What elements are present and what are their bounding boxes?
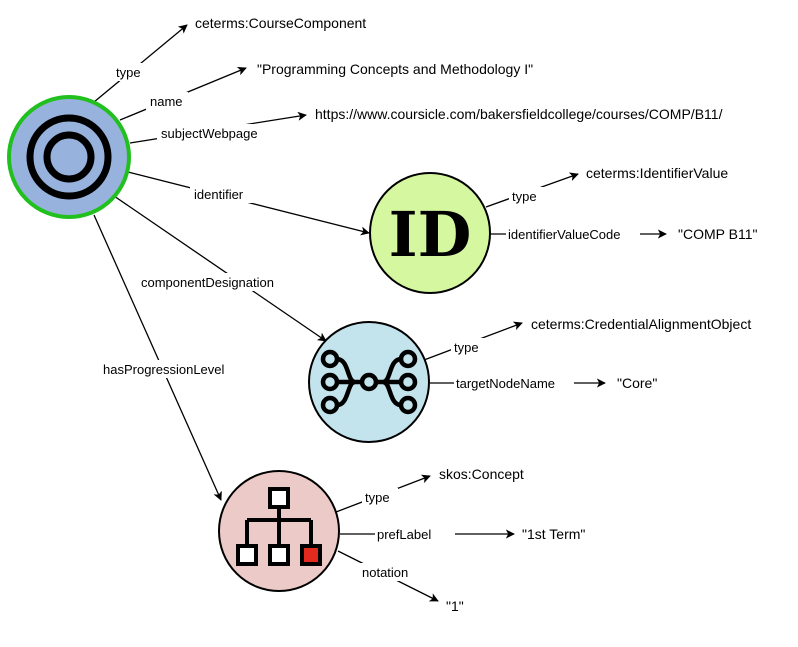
id-icon: ID — [389, 198, 472, 271]
hierarchy-icon — [236, 487, 322, 566]
edge-notation-label: notation — [362, 565, 408, 580]
edge-name: name — [119, 66, 247, 121]
edge-notation: notation — [337, 550, 439, 602]
edge-identifier: identifier — [127, 171, 370, 236]
edge-type: type — [93, 24, 188, 103]
edge-identifier-label: identifier — [194, 187, 244, 202]
node-progression-level — [218, 470, 340, 592]
edge-identifier-type-label: type — [512, 189, 537, 204]
value-subject-webpage: https://www.coursicle.com/bakersfieldcol… — [315, 106, 723, 122]
edge-component-designation-label: componentDesignation — [141, 275, 274, 290]
edge-name-label: name — [150, 94, 183, 109]
concentric-circles-icon — [26, 114, 112, 200]
branching-nodes-icon — [320, 349, 418, 415]
value-name: "Programming Concepts and Methodology I" — [257, 61, 533, 77]
value-designation-type: ceterms:CredentialAlignmentObject — [531, 316, 751, 332]
node-component-designation — [308, 321, 430, 443]
edge-designation-type-label: type — [454, 340, 479, 355]
edge-identifier-value-code: identifierValueCode — [490, 225, 667, 243]
edge-level-type-label: type — [365, 490, 390, 505]
value-level-type: skos:Concept — [439, 466, 524, 482]
edge-subject-webpage: subjectWebpage — [129, 111, 307, 144]
value-target-node-name: "Core" — [617, 375, 657, 391]
edge-target-node-name: targetNodeName — [430, 374, 606, 392]
node-identifier: ID — [369, 172, 491, 294]
value-course-component-type: ceterms:CourseComponent — [195, 15, 366, 31]
edge-pref-label-label: prefLabel — [377, 527, 431, 542]
edge-level-type: type — [335, 474, 431, 513]
edge-subject-webpage-label: subjectWebpage — [161, 126, 258, 141]
value-notation: "1" — [446, 598, 464, 614]
value-pref-label: "1st Term" — [522, 526, 585, 542]
value-identifier-value-code: "COMP B11" — [678, 226, 757, 242]
node-course-component — [7, 95, 131, 219]
edge-pref-label: prefLabel — [340, 525, 515, 543]
edge-has-progression-level: hasProgressionLevel — [93, 214, 246, 501]
value-identifier-type: ceterms:IdentifierValue — [586, 165, 728, 181]
edge-component-designation: componentDesignation — [113, 195, 327, 342]
edge-has-progression-level-label: hasProgressionLevel — [103, 362, 225, 377]
edge-designation-type: type — [423, 321, 523, 361]
edge-target-node-name-label: targetNodeName — [456, 376, 555, 391]
edge-identifier-type: type — [485, 172, 579, 208]
edge-type-label: type — [116, 65, 141, 80]
edge-identifier-value-code-label: identifierValueCode — [508, 227, 621, 242]
